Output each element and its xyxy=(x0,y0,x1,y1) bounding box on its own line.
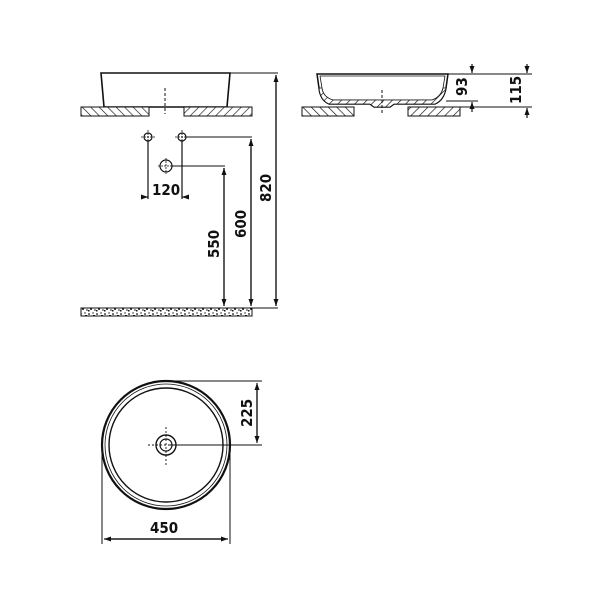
dim-115-label: 115 xyxy=(507,76,525,104)
dim-225-label: 225 xyxy=(238,399,256,427)
dimension-supply-height: 600 xyxy=(186,136,254,306)
front-elevation-view xyxy=(80,72,253,117)
dim-93-label: 93 xyxy=(453,77,471,96)
dim-820-label: 820 xyxy=(257,174,275,202)
dim-120-label: 120 xyxy=(152,181,180,199)
floor-slab xyxy=(80,307,253,317)
dimension-inner-depth: 93 xyxy=(446,64,478,112)
dim-450-label: 450 xyxy=(150,519,178,537)
dim-550-label: 550 xyxy=(205,230,223,258)
dimension-diameter: 450 xyxy=(101,445,231,544)
waste-outlet xyxy=(158,158,174,174)
dimension-waste-height: 550 xyxy=(172,165,227,306)
dimension-total-height: 115 xyxy=(460,64,532,118)
dimension-tap-spacing: 120 xyxy=(141,141,189,200)
dim-600-label: 600 xyxy=(232,210,250,238)
dimension-counter-height: 820 xyxy=(230,72,279,309)
side-section-view xyxy=(301,73,461,117)
dimension-radius: 225 xyxy=(166,380,262,446)
